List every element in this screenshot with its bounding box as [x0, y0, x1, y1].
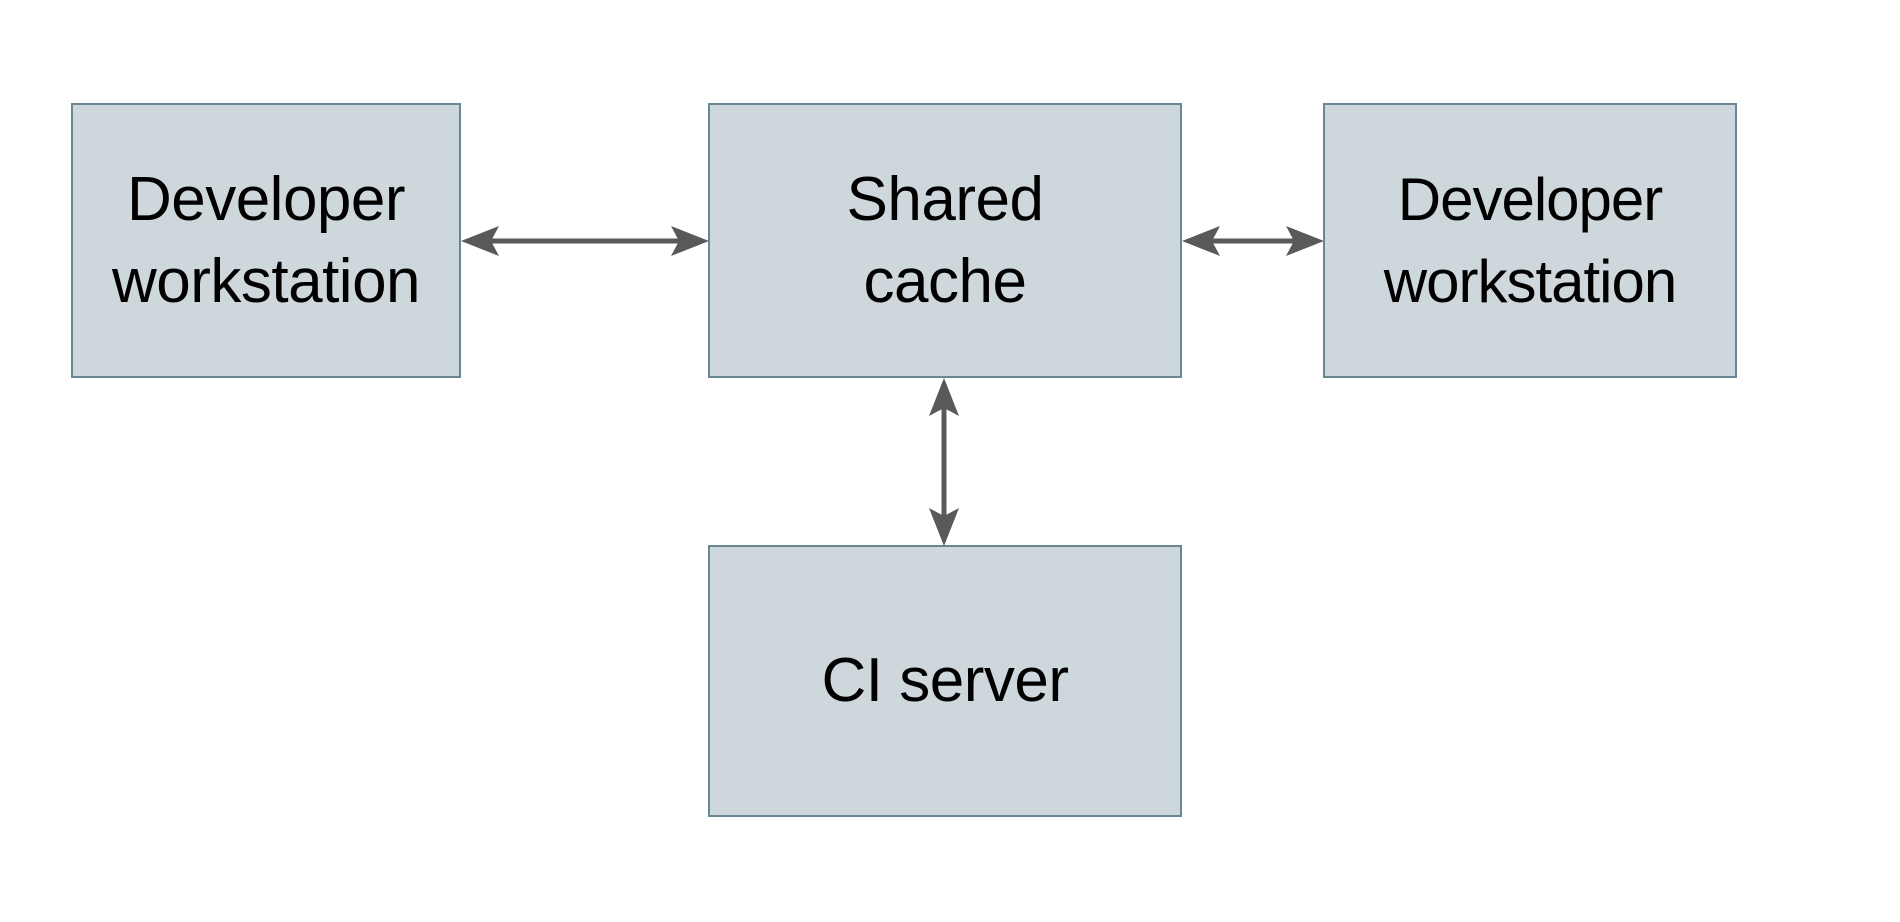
- node-label-shared-cache: Shared cache: [846, 164, 1044, 316]
- node-ci-server[interactable]: CI server: [708, 545, 1182, 817]
- node-developer-workstation-left[interactable]: Developer workstation: [71, 103, 461, 378]
- node-label-developer-workstation-right: Developer workstation: [1383, 165, 1677, 315]
- connector-developer-workstation-left-to-shared-cache[interactable]: [455, 212, 715, 270]
- node-shared-cache[interactable]: Shared cache: [708, 103, 1182, 378]
- node-label-ci-server: CI server: [821, 646, 1069, 715]
- connector-shared-cache-to-developer-workstation-right[interactable]: [1176, 212, 1330, 270]
- node-developer-workstation-right[interactable]: Developer workstation: [1323, 103, 1737, 378]
- node-label-developer-workstation-left: Developer workstation: [111, 164, 421, 316]
- connector-shared-cache-to-ci-server[interactable]: [915, 372, 973, 552]
